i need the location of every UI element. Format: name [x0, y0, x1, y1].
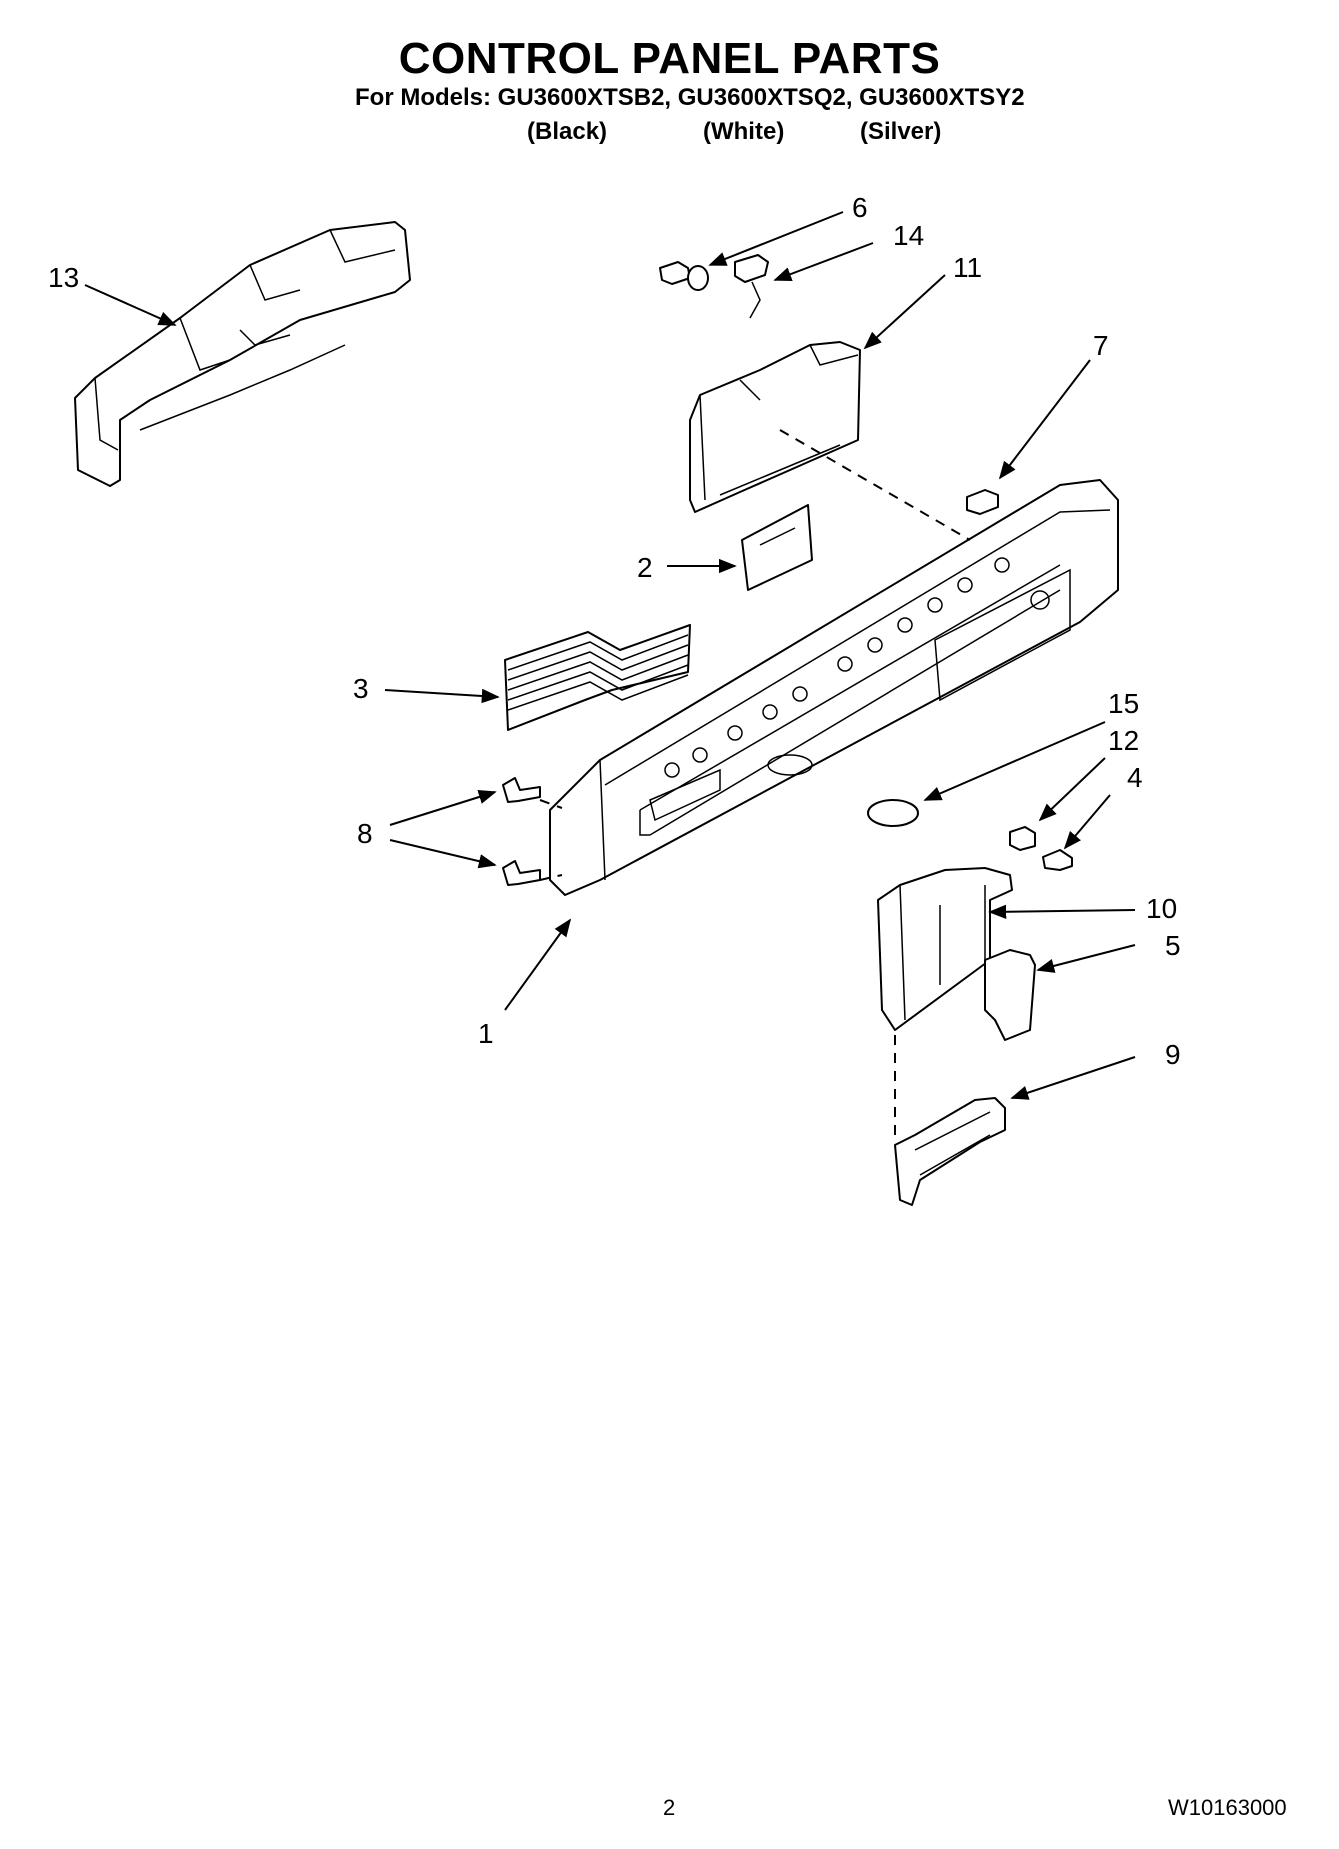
part-6-fuse: [659, 261, 709, 291]
part-15-badge: [867, 799, 919, 827]
part-2-insulator: [741, 504, 813, 591]
document-number: W10163000: [1168, 1795, 1287, 1820]
part-14-clip: [734, 254, 769, 319]
part-7-connector: [966, 489, 999, 515]
models-line: For Models: GU3600XTSB2, GU3600XTSQ2, GU…: [355, 84, 1025, 111]
callout-8: 8: [357, 818, 373, 849]
part-12-clip: [1009, 826, 1036, 851]
callout-14: 14: [893, 220, 924, 251]
callout-6: 6: [852, 192, 868, 223]
part-9-latch: [894, 1097, 1006, 1206]
callout-10: 10: [1146, 893, 1177, 924]
callout-2: 2: [637, 552, 653, 583]
callout-4: 4: [1127, 762, 1143, 793]
part-3-ribbon-cable: [504, 624, 691, 731]
callout-7: 7: [1093, 330, 1109, 361]
page-number: 2: [663, 1795, 676, 1820]
callout-15: 15: [1108, 688, 1139, 719]
callout-13: 13: [48, 262, 79, 293]
variant-white: (White): [703, 118, 785, 145]
callout-3: 3: [353, 673, 369, 704]
part-4-screw: [1042, 849, 1073, 871]
part-1-console-panel: [549, 479, 1119, 896]
variant-black: (Black): [527, 118, 608, 145]
callout-9: 9: [1165, 1039, 1181, 1070]
part-10-bracket: [877, 867, 1013, 1031]
callout-5: 5: [1165, 930, 1181, 961]
part-13-bracket: [74, 221, 411, 487]
part-11-control-board: [689, 341, 861, 513]
variant-silver: (Silver): [860, 118, 942, 145]
part-5-bracket: [984, 949, 1036, 1041]
part-8-screws: [502, 777, 541, 886]
callout-12: 12: [1108, 725, 1139, 756]
callout-1: 1: [478, 1018, 494, 1049]
page-title: CONTROL PANEL PARTS: [398, 34, 941, 83]
callout-11: 11: [953, 252, 982, 283]
